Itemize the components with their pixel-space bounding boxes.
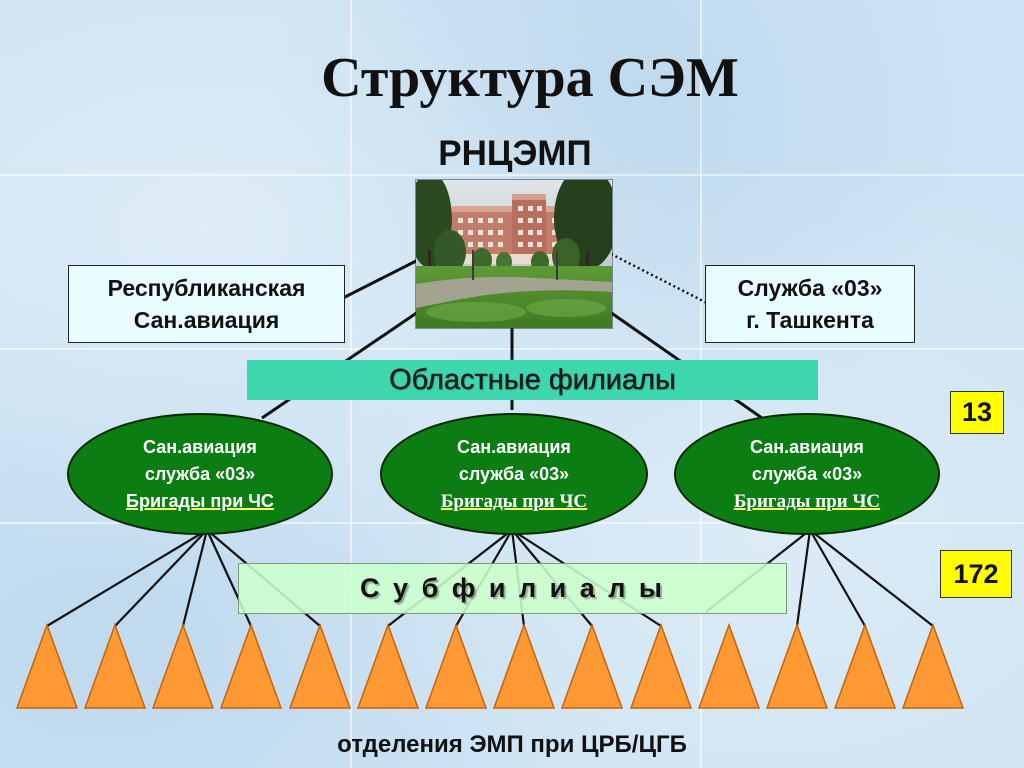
box-line: г. Ташкента [746, 307, 874, 333]
tashkent-service-03-box: Служба «03» г. Ташкента [705, 265, 915, 343]
emergency-brigades-link[interactable]: Бригады при ЧС [733, 490, 881, 512]
oval-line: Сан.авиация [143, 436, 257, 457]
footer-caption: отделения ЭМП при ЦРБ/ЦГБ [337, 731, 687, 758]
sub-branches-count-value: 172 [953, 558, 999, 589]
regional-count-badge: 13 [950, 391, 1004, 434]
fan-line [795, 529, 812, 627]
background-grid-line [0, 174, 1024, 176]
fan-line [181, 529, 209, 627]
republican-air-ambulance-box: Республиканская Сан.авиация [68, 265, 345, 343]
sub-branches-label: С у б ф и л и а л ы [360, 573, 665, 603]
regional-branch-oval: Сан.авиация служба «03» Бригады при ЧС [380, 413, 648, 535]
oval-line: служба «03» [751, 463, 863, 484]
box-line: Республиканская [107, 275, 306, 301]
sub-branches-bar: С у б ф и л и а л ы [238, 563, 787, 614]
oval-line: служба «03» [144, 463, 256, 484]
dotted-connector-line [610, 252, 708, 305]
regional-branches-bar: Областные филиалы [247, 360, 818, 400]
oval-line: служба «03» [458, 463, 570, 484]
oval-line: Сан.авиация [457, 436, 571, 457]
regional-branch-oval: Сан.авиация служба «03» Бригады при ЧС [674, 413, 940, 535]
emergency-brigades-link[interactable]: Бригады при ЧС [440, 490, 588, 512]
fan-line [809, 529, 934, 627]
box-line: Сан.авиация [133, 307, 280, 333]
regional-count-value: 13 [961, 397, 993, 427]
fan-line [46, 529, 208, 627]
regional-branch-oval: Сан.авиация служба «03» Бригады при ЧС [67, 413, 333, 535]
fan-line [114, 529, 208, 627]
building-photo [416, 180, 612, 328]
center-node-label: РНЦЭМП [438, 134, 592, 173]
sub-branches-count-badge: 172 [940, 550, 1012, 598]
oval-line: Сан.авиация [750, 436, 864, 457]
emergency-brigades-link[interactable]: Бригады при ЧС [126, 490, 274, 511]
fan-line [809, 529, 866, 627]
slide-title: Структура СЭМ [321, 47, 739, 109]
building-photo-icon [416, 180, 612, 328]
connector-line [342, 258, 419, 300]
box-line: Служба «03» [737, 275, 883, 301]
regional-branches-label: Областные филиалы [389, 364, 676, 396]
